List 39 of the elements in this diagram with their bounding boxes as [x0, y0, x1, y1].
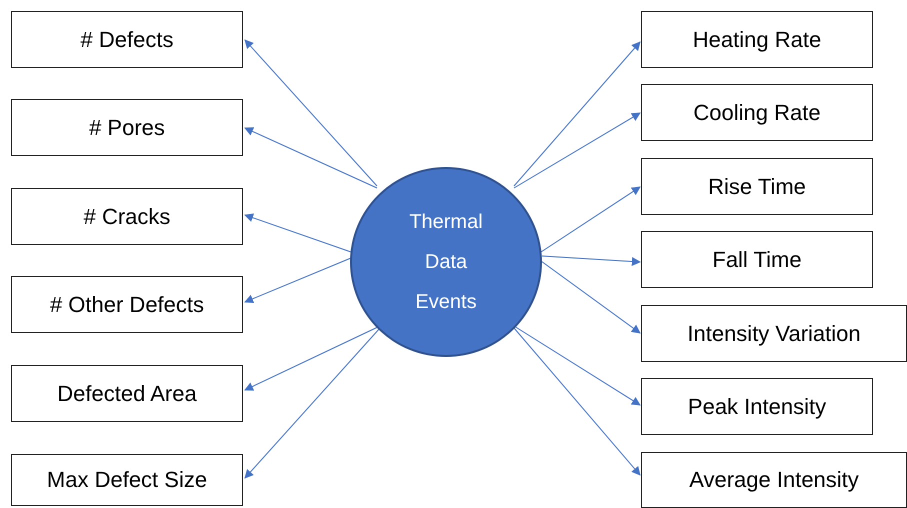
attribute-box [11, 454, 243, 506]
attribute-box [641, 305, 907, 362]
box-label: Fall Time [712, 246, 802, 272]
attribute-box [641, 84, 873, 141]
arrow [244, 213, 352, 252]
box-label: # Cracks [84, 204, 170, 230]
attribute-box [641, 158, 873, 215]
arrow [514, 41, 641, 186]
box-label: Heating Rate [692, 26, 822, 52]
attribute-box [641, 231, 873, 288]
box-label: Peak Intensity [688, 394, 826, 420]
attribute-box [11, 99, 243, 156]
box-label: Cooling Rate [693, 100, 821, 126]
circle-label: Thermal Data Events [408, 210, 484, 315]
arrow [244, 39, 378, 186]
arrow [540, 260, 641, 334]
attribute-box [641, 452, 907, 508]
box-label: # Defects [80, 26, 174, 52]
box-label: Rise Time [708, 174, 806, 200]
attribute-box [641, 11, 873, 68]
box-label: Intensity Variation [687, 320, 861, 346]
attribute-box [11, 365, 243, 422]
attribute-box [11, 11, 243, 68]
box-label: # Other Defects [50, 292, 204, 318]
arrow [514, 112, 641, 188]
attribute-box [641, 378, 873, 435]
arrow [540, 186, 641, 252]
attribute-box [11, 188, 243, 245]
box-label: Max Defect Size [46, 467, 208, 493]
box-label: # Pores [89, 114, 165, 140]
box-label: Defected Area [57, 380, 197, 406]
arrow [542, 256, 641, 266]
attribute-box [11, 276, 243, 333]
arrow [514, 326, 641, 406]
box-label: Average Intensity [689, 467, 859, 493]
arrow [244, 127, 378, 188]
arrow [514, 328, 641, 476]
arrow [244, 258, 352, 304]
arrow [244, 328, 380, 479]
